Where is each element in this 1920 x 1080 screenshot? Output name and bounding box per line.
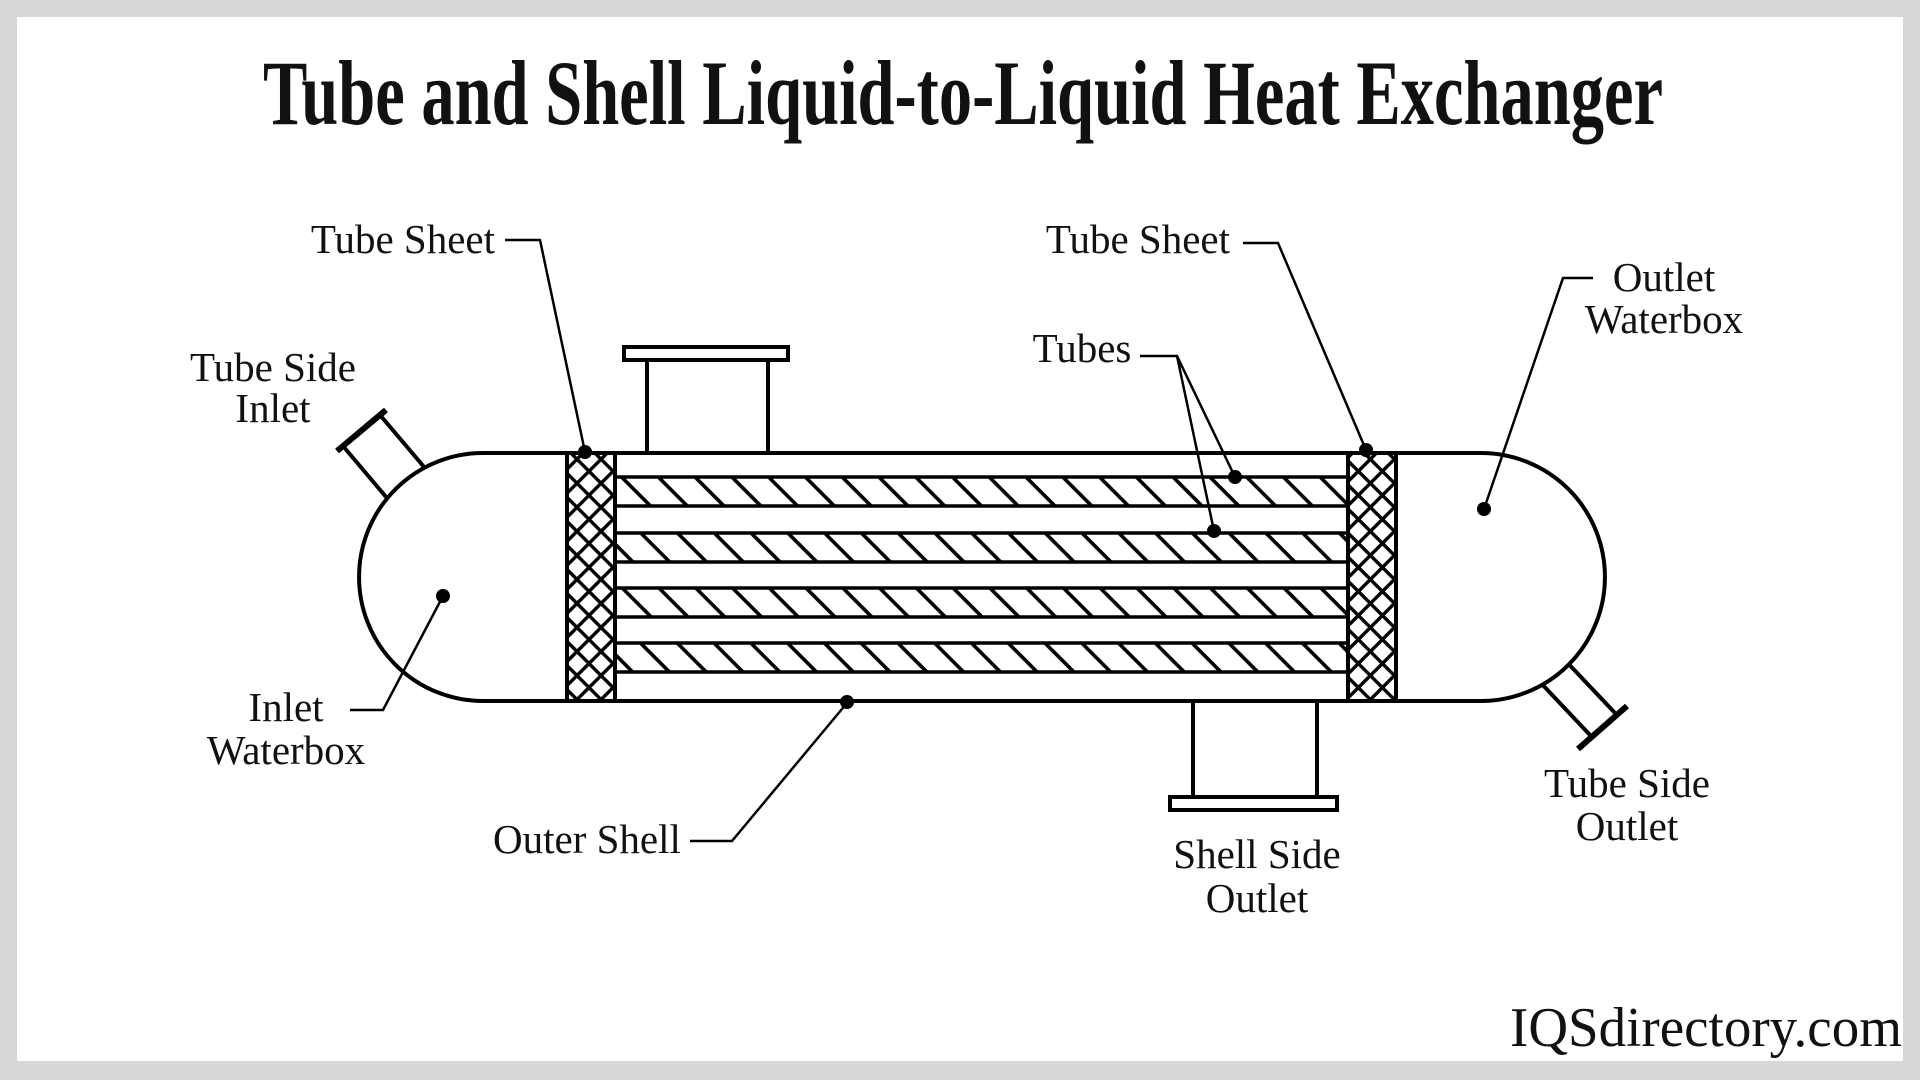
label-outlet-waterbox: Outlet Waterbox [1585, 254, 1743, 342]
label-outer-shell: Outer Shell [493, 816, 681, 862]
tube-row [613, 586, 1350, 619]
shell-inlet-flange [622, 345, 790, 362]
label-tube-sheet-right: Tube Sheet [1046, 216, 1231, 262]
dot-tube-sheet-right [1359, 443, 1373, 457]
dot-tubes-2 [1207, 524, 1221, 538]
dot-inlet-waterbox [436, 589, 450, 603]
tube-side-inlet-nozzle [335, 407, 432, 506]
tube-inlet-flange [335, 407, 388, 454]
leader-tube-sheet-left [505, 238, 587, 453]
tube-bundle [613, 475, 1350, 674]
tube-row [613, 641, 1350, 674]
label-inlet-waterbox-line2: Waterbox [207, 727, 365, 773]
label-shell-side-outlet: Shell Side Outlet [1173, 831, 1340, 921]
label-tube-side-inlet: Tube Side Inlet [190, 344, 356, 431]
label-inlet-waterbox: Inlet Waterbox [207, 684, 365, 773]
label-tube-side-outlet: Tube Side Outlet [1544, 760, 1710, 849]
leader-outer-shell [690, 702, 848, 843]
watermark-text: IQSdirectory.com [1510, 997, 1902, 1059]
vessel-shell [357, 451, 1607, 703]
label-tube-side-inlet-line2: Inlet [235, 385, 311, 431]
tube-sheet-right-shape [1346, 451, 1398, 703]
tube-row [613, 531, 1350, 564]
dot-tubes-1 [1228, 470, 1242, 484]
label-shell-side-outlet-line2: Outlet [1206, 875, 1309, 921]
label-shell-side-outlet-line1: Shell Side [1173, 831, 1340, 877]
diagram-labels: Tube and Shell Liquid-to-Liquid Heat Exc… [190, 42, 1902, 1059]
dot-tube-sheet-left [578, 445, 592, 459]
diagram-linework [335, 238, 1629, 843]
label-tube-side-outlet-line1: Tube Side [1544, 760, 1710, 806]
leader-dots [436, 443, 1491, 709]
label-tube-side-inlet-line1: Tube Side [190, 344, 356, 390]
tube-outlet-flange [1576, 703, 1629, 752]
leader-lines [350, 238, 1593, 843]
label-tube-sheet-left: Tube Sheet [311, 216, 496, 262]
dot-outer-shell [840, 695, 854, 709]
label-tubes: Tubes [1033, 325, 1132, 371]
shell-outlet-flange [1168, 795, 1339, 812]
dot-outlet-waterbox [1477, 502, 1491, 516]
leader-tube-sheet-right [1243, 241, 1368, 451]
label-tube-side-outlet-line2: Outlet [1576, 803, 1679, 849]
label-inlet-waterbox-line1: Inlet [248, 684, 324, 730]
label-outlet-waterbox-line2: Waterbox [1585, 296, 1743, 342]
diagram-title: Tube and Shell Liquid-to-Liquid Heat Exc… [263, 42, 1663, 144]
shell-side-inlet-nozzle [622, 345, 790, 456]
leader-tubes [1140, 354, 1237, 532]
label-outlet-waterbox-line1: Outlet [1613, 254, 1716, 300]
tube-sheet-left-shape [565, 451, 617, 703]
tube-side-outlet-nozzle [1537, 655, 1629, 752]
leader-inlet-waterbox [350, 595, 445, 712]
shell-side-outlet-nozzle [1168, 698, 1339, 812]
leader-outlet-waterbox [1482, 276, 1593, 510]
